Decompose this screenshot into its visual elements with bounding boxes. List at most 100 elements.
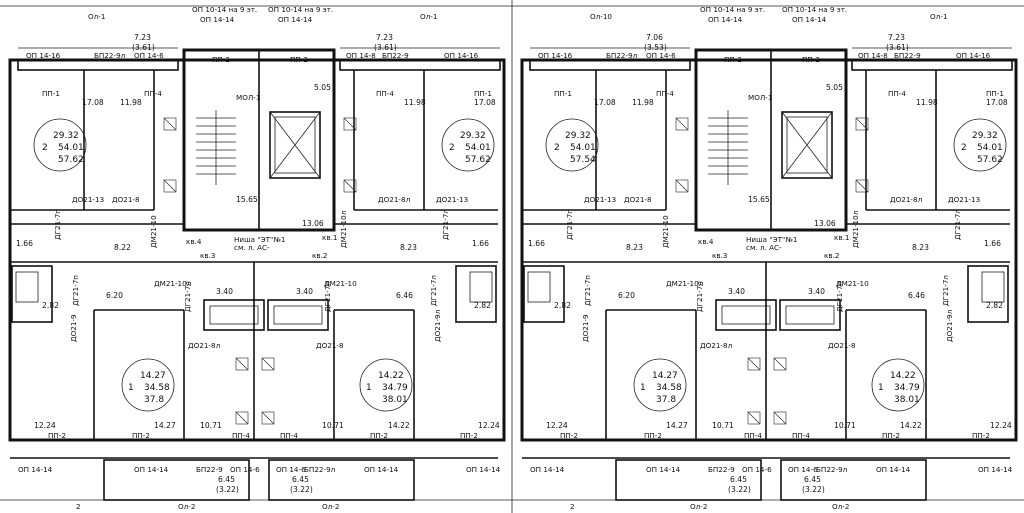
appliance-hatch <box>261 411 275 425</box>
slab-label: ПП-2 <box>290 55 308 64</box>
bath-area: 10.71 <box>322 421 344 430</box>
slab-label: ОП 14-14 <box>364 465 399 474</box>
wc-area: 1.66 <box>984 239 1001 248</box>
door-label: ДМ21-10л <box>154 279 191 288</box>
door-label: ДО21-8 <box>112 195 140 204</box>
slab-label: ОП 14-14 <box>134 465 169 474</box>
door-label: ДО21-13 <box>948 195 980 204</box>
balcony-bottom-left <box>103 459 250 501</box>
balcony-area: 7.23 <box>134 33 151 42</box>
slab-label: ПП-2 <box>460 431 478 440</box>
slab-note: ОП 14-14 <box>200 15 235 24</box>
door-label: ДО21-8л <box>700 341 732 350</box>
room-area: 14.27 <box>666 421 688 430</box>
apartment-number: кв.4 <box>698 237 714 246</box>
living-area: 29.32 <box>53 131 79 141</box>
slab-label: ОП 14-14 <box>466 465 501 474</box>
appliance-hatch <box>773 411 787 425</box>
hall-area: 8.23 <box>626 243 643 252</box>
total-area-2: 37.8 <box>144 395 164 405</box>
appliance-hatch <box>343 179 357 193</box>
room-area: 12.24 <box>478 421 500 430</box>
room-count: 2 <box>42 143 48 153</box>
appliance-hatch <box>261 357 275 371</box>
door-label: ДГ21-7п <box>53 209 62 240</box>
bath-area: 10.71 <box>834 421 856 430</box>
slab-label: БП22-9л <box>606 51 637 60</box>
room-count: 1 <box>366 383 372 393</box>
appliance-icon <box>261 411 275 425</box>
bathtub <box>209 305 259 325</box>
area-circle <box>953 118 1007 172</box>
door-label: ДО21-13 <box>436 195 468 204</box>
door-label: ДО21-8л <box>378 195 410 204</box>
slab-label: ОП 14-8 <box>858 51 888 60</box>
door-label: ДО21-9л <box>433 310 442 342</box>
apartment-number: кв.3 <box>712 251 727 260</box>
door-label: ДМ21-10 <box>836 279 869 288</box>
door-label: ДГ21-7л <box>183 281 192 312</box>
kitchen-area: 6.46 <box>396 291 413 300</box>
stair-area: 15.65 <box>236 195 258 204</box>
balcony-area-sub: (3.61) <box>374 43 397 52</box>
slab-label: ПП-4 <box>656 89 674 98</box>
slab-label: БП22-9 <box>894 51 921 60</box>
living-area: 14.22 <box>890 371 916 381</box>
balcony-area: 6.45 <box>218 475 235 484</box>
lift-shaft <box>781 111 833 179</box>
appliance-icon <box>855 179 869 193</box>
room-area: 17.08 <box>474 98 496 107</box>
hall-area: 13.06 <box>814 219 836 228</box>
door-label: ДГ21-7л <box>941 275 950 306</box>
area-circle <box>121 358 175 412</box>
kitchen-area: 6.46 <box>908 291 925 300</box>
bathtub <box>273 305 323 325</box>
slab-label: БП22-9л <box>94 51 125 60</box>
room-count: 1 <box>878 383 884 393</box>
apartment-number: кв.3 <box>200 251 215 260</box>
living-area: 14.27 <box>140 371 166 381</box>
balcony-right <box>851 59 1013 71</box>
slab-label: ОП 14-6 <box>276 465 306 474</box>
balcony-area-sub: (3.53) <box>644 43 667 52</box>
balcony-area: 7.23 <box>376 33 393 42</box>
balcony-area-sub: (3.22) <box>802 485 825 494</box>
slab-label: ОП 14-6 <box>134 51 164 60</box>
landing-label: МОЛ-1 <box>236 93 260 102</box>
slab-note: ОП 10-14 на 9 эт. <box>192 5 257 14</box>
room-area: 11.98 <box>632 98 654 107</box>
lift-cross <box>781 111 833 179</box>
wc-area: 1.66 <box>472 239 489 248</box>
door-label: ДО21-8 <box>828 341 856 350</box>
living-area: 14.22 <box>378 371 404 381</box>
niche-sub: см. л. АС- <box>234 243 270 252</box>
slab-note: ОП 10-14 на 9 эт. <box>268 5 333 14</box>
slab-label: ОП 14-14 <box>646 465 681 474</box>
appliance-icon <box>235 357 249 371</box>
living-area: 14.27 <box>652 371 678 381</box>
landing-label: МОЛ-1 <box>748 93 772 102</box>
wc-area: 1.66 <box>528 239 545 248</box>
total-area-2: 57.62 <box>58 155 84 165</box>
hall-area: 13.06 <box>302 219 324 228</box>
area-circle <box>871 358 925 412</box>
lift-cross <box>269 111 321 179</box>
stair-steps <box>196 110 236 185</box>
appliance-hatch <box>747 357 761 371</box>
living-area: 29.32 <box>460 131 486 141</box>
appliance-hatch <box>343 117 357 131</box>
room-count: 1 <box>640 383 646 393</box>
room-area: 17.08 <box>986 98 1008 107</box>
total-area-2: 38.01 <box>894 395 920 405</box>
door-label: ДМ21-10 <box>661 215 670 248</box>
slab-label: ПП-1 <box>554 89 572 98</box>
slab-note: ОП 14-14 <box>708 15 743 24</box>
bathtub <box>527 271 551 303</box>
slab-label: ОП 14-16 <box>956 51 991 60</box>
appliance-icon <box>343 117 357 131</box>
balcony-left <box>17 59 179 71</box>
door-label: ДО21-9 <box>581 314 590 342</box>
door-label: ДО21-13 <box>584 195 616 204</box>
bath-area: 10.71 <box>200 421 222 430</box>
